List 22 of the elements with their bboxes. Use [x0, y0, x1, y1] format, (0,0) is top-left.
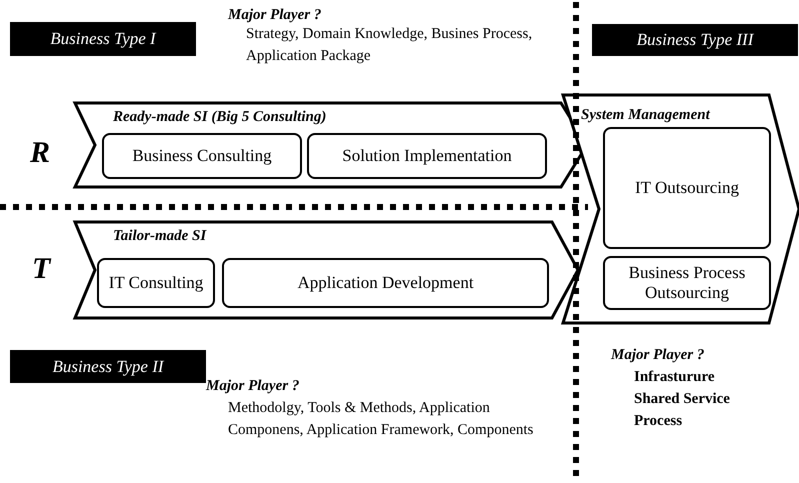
service-box: Application Development [222, 258, 549, 308]
heading: Major Player ? [611, 346, 704, 365]
row-letter: R [30, 138, 50, 168]
player-item: Infrasturure [634, 368, 715, 387]
row-letter: T [32, 254, 50, 284]
service-box: Solution Implementation [307, 133, 547, 179]
heading: Major Player ? [228, 6, 322, 25]
service-box: IT Outsourcing [603, 127, 771, 249]
chevron-title: System Management [581, 107, 710, 124]
type-banner: Business Type III [592, 24, 798, 56]
service-box: Business Consulting [102, 133, 302, 179]
chevron-title: Ready-made SI (Big 5 Consulting) [113, 109, 326, 126]
player-list: Methodolgy, Tools & Methods, Application Componens, Application Framework, Components [228, 397, 568, 441]
player-item: Process [634, 412, 682, 431]
type-banner: Business Type II [10, 350, 206, 383]
service-box: IT Consulting [97, 258, 215, 308]
heading: Major Player ? [206, 377, 300, 396]
service-box: Business Process Outsourcing [603, 256, 771, 310]
player-list: Strategy, Domain Knowledge, Busines Process, Application Package [246, 23, 566, 67]
player-item: Shared Service [634, 390, 730, 409]
chevron-title: Tailor-made SI [113, 228, 206, 245]
type-banner: Business Type I [10, 22, 196, 56]
